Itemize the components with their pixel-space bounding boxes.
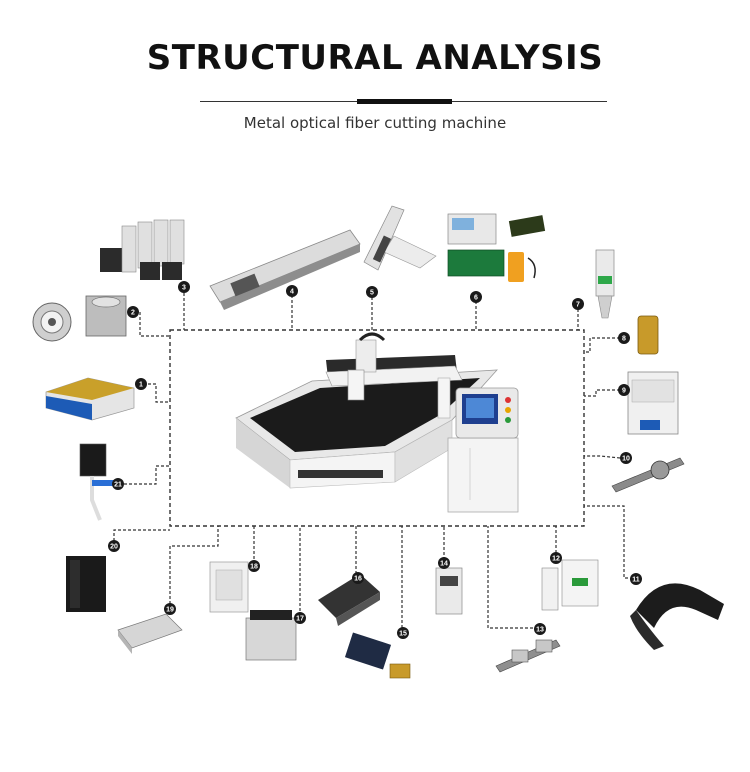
number-badges: 1 2 3 4 5 6 7 8 9 10 11 12 13 14 15 16 1… [108, 281, 642, 639]
badge-17: 17 [294, 612, 306, 624]
servo-motors-drawing [100, 219, 185, 280]
solenoid-valve-drawing [344, 632, 411, 679]
linear-axis-drawing [209, 229, 361, 310]
laser-source-drawing [45, 377, 135, 421]
badge-11: 11 [630, 573, 642, 585]
connector-21 [124, 465, 170, 485]
page-title: STRUCTURAL ANALYSIS [146, 38, 604, 78]
badge-3: 3 [178, 281, 190, 293]
operating-screen-drawing [79, 443, 116, 521]
cabinet-ac-drawing [209, 561, 249, 613]
connector-19 [169, 526, 219, 604]
svg-text:15: 15 [399, 631, 407, 638]
connector-2 [139, 312, 170, 337]
badge-6: 6 [470, 291, 482, 303]
svg-text:17: 17 [296, 616, 304, 623]
circuit-breaker-drawing [541, 559, 599, 611]
connector-13 [487, 526, 538, 629]
machine-frame [169, 329, 585, 527]
svg-text:1: 1 [139, 382, 143, 389]
guide-rail-drawing [495, 639, 561, 673]
chiller-drawing [627, 371, 679, 435]
connector-10 [584, 455, 621, 459]
svg-text:10: 10 [622, 456, 630, 463]
badge-1: 1 [135, 378, 147, 390]
svg-text:7: 7 [576, 302, 580, 309]
badge-7: 7 [572, 298, 584, 310]
svg-text:4: 4 [290, 289, 294, 296]
badge-13: 13 [534, 623, 546, 635]
svg-text:18: 18 [250, 564, 258, 571]
power-supply-drawing [117, 613, 183, 654]
cutting-head-drawing [595, 249, 615, 319]
svg-text:6: 6 [474, 295, 478, 302]
title-divider-accent [357, 99, 452, 104]
connector-9 [584, 389, 620, 397]
connector-11 [584, 505, 628, 579]
svg-text:9: 9 [622, 388, 626, 395]
svg-text:5: 5 [370, 290, 374, 297]
svg-text:16: 16 [354, 576, 362, 583]
svg-text:19: 19 [166, 607, 174, 614]
rack-pinion-drawing [611, 457, 685, 493]
fiber-laser-cutting-machine [235, 332, 519, 513]
control-system-drawing [447, 213, 546, 282]
svg-text:21: 21 [114, 482, 122, 489]
badge-2: 2 [127, 306, 139, 318]
drag-chain-drawing [630, 583, 724, 650]
badge-19: 19 [164, 603, 176, 615]
badge-4: 4 [286, 285, 298, 297]
page-subtitle: Metal optical fiber cutting machine [243, 114, 507, 132]
svg-text:3: 3 [182, 285, 186, 292]
badge-16: 16 [352, 572, 364, 584]
computer-case-drawing [66, 556, 106, 612]
z-axis-drawing [363, 205, 437, 271]
badge-21: 21 [112, 478, 124, 490]
connector-20 [113, 529, 170, 546]
svg-text:14: 14 [440, 561, 448, 568]
transformer-drawing [245, 610, 297, 661]
badge-10: 10 [620, 452, 632, 464]
proportional-valve-drawing [435, 567, 463, 615]
svg-text:12: 12 [552, 556, 560, 563]
connector-1 [148, 383, 170, 403]
svg-text:20: 20 [110, 544, 118, 551]
connector-8 [584, 337, 620, 353]
svg-text:13: 13 [536, 627, 544, 634]
connector-lines [113, 288, 628, 629]
badge-14: 14 [438, 557, 450, 569]
badge-5: 5 [366, 286, 378, 298]
badge-9: 9 [618, 384, 630, 396]
reducer-drawing [32, 295, 127, 342]
nozzle-drawing [637, 315, 659, 355]
svg-text:11: 11 [632, 577, 640, 584]
badge-20: 20 [108, 540, 120, 552]
svg-text:8: 8 [622, 336, 626, 343]
badge-15: 15 [397, 627, 409, 639]
badge-12: 12 [550, 552, 562, 564]
svg-text:2: 2 [131, 310, 135, 317]
organ-cover-drawing [318, 574, 380, 626]
badge-8: 8 [618, 332, 630, 344]
badge-18: 18 [248, 560, 260, 572]
